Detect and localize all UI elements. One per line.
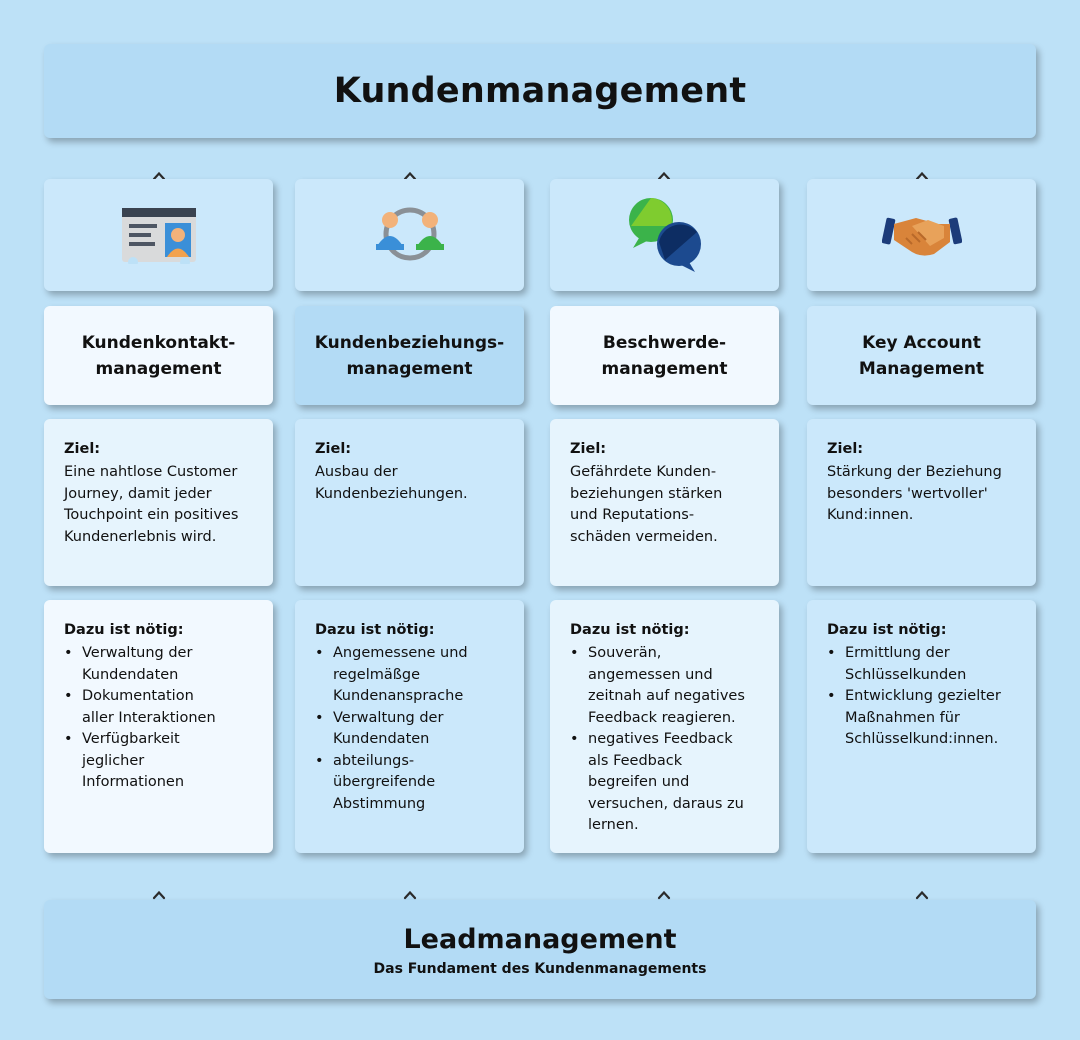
chevron-up-icon: [392, 164, 428, 182]
goal-box-1: Ziel: Eine nahtlose Customer Journey, da…: [44, 419, 273, 586]
list-item: Verwaltung der Kundendaten: [315, 708, 506, 751]
needs-label: Dazu ist nötig:: [64, 622, 184, 638]
title-box-4: Key Account Management: [807, 306, 1036, 405]
icon-box-1: [44, 179, 273, 291]
foundation-banner: Leadmanagement Das Fundament des Kundenm…: [44, 900, 1036, 999]
page-title: Kundenmanagement: [333, 71, 747, 111]
goal-label: Ziel:: [64, 441, 101, 457]
needs-box-2: Dazu ist nötig: Angemessene und regelmäß…: [295, 600, 524, 853]
needs-label: Dazu ist nötig:: [827, 622, 947, 638]
icon-box-4: [807, 179, 1036, 291]
list-item: Souverän, angemessen und zeitnah auf neg…: [570, 643, 761, 729]
chevron-up-icon: [141, 883, 177, 901]
icon-box-3: [550, 179, 779, 291]
list-item: Verwaltung der Kundendaten: [64, 643, 255, 686]
chevron-up-icon: [904, 164, 940, 182]
list-item: Angemessene und regelmäßge Kundenansprac…: [315, 643, 506, 708]
needs-box-3: Dazu ist nötig: Souverän, angemessen und…: [550, 600, 779, 853]
chevron-up-icon: [646, 164, 682, 182]
goal-box-3: Ziel: Gefährdete Kunden- beziehungen stä…: [550, 419, 779, 586]
needs-label: Dazu ist nötig:: [315, 622, 435, 638]
goal-box-2: Ziel: Ausbau der Kundenbeziehungen.: [295, 419, 524, 586]
column-title: Kundenkontakt- management: [81, 332, 236, 379]
title-box-3: Beschwerde- management: [550, 306, 779, 405]
goal-label: Ziel:: [570, 441, 607, 457]
chevron-up-icon: [392, 883, 428, 901]
list-item: Entwicklung gezielter Maßnahmen für Schl…: [827, 686, 1018, 751]
list-item: abteilungs- übergreifende Abstimmung: [315, 751, 506, 816]
top-banner: Kundenmanagement: [44, 44, 1036, 138]
column-title: Kundenbeziehungs- management: [314, 332, 505, 379]
needs-box-1: Dazu ist nötig: Verwaltung der Kundendat…: [44, 600, 273, 853]
list-item: negatives Feedback als Feedback begreife…: [570, 729, 761, 837]
icon-box-2: [295, 179, 524, 291]
chevron-up-icon: [904, 883, 940, 901]
speech-bubbles-icon: [628, 198, 701, 272]
list-item: Verfügbarkeit jeglicher Informationen: [64, 729, 255, 794]
customer-relationship-icon: [375, 207, 444, 261]
goal-text: Stärkung der Beziehung besonders 'wertvo…: [827, 464, 1002, 523]
goal-label: Ziel:: [315, 441, 352, 457]
needs-box-4: Dazu ist nötig: Ermittlung der Schlüssel…: [807, 600, 1036, 853]
goal-box-4: Ziel: Stärkung der Beziehung besonders '…: [807, 419, 1036, 586]
contact-card-icon: [121, 208, 196, 264]
needs-label: Dazu ist nötig:: [570, 622, 690, 638]
list-item: Ermittlung der Schlüsselkunden: [827, 643, 1018, 686]
list-item: Dokumentation aller Interaktionen: [64, 686, 255, 729]
foundation-title: Leadmanagement: [403, 924, 677, 955]
goal-text: Eine nahtlose Customer Journey, damit je…: [64, 464, 239, 545]
goal-text: Gefährdete Kunden- beziehungen stärken u…: [570, 464, 723, 545]
goal-text: Ausbau der Kundenbeziehungen.: [315, 464, 468, 502]
column-title: Beschwerde- management: [601, 332, 728, 379]
goal-label: Ziel:: [827, 441, 864, 457]
title-box-1: Kundenkontakt- management: [44, 306, 273, 405]
chevron-up-icon: [646, 883, 682, 901]
title-box-2: Kundenbeziehungs- management: [295, 306, 524, 405]
column-title: Key Account Management: [858, 332, 985, 379]
handshake-icon: [881, 217, 962, 256]
chevron-up-icon: [141, 164, 177, 182]
foundation-subtitle: Das Fundament des Kundenmanagements: [373, 961, 707, 977]
